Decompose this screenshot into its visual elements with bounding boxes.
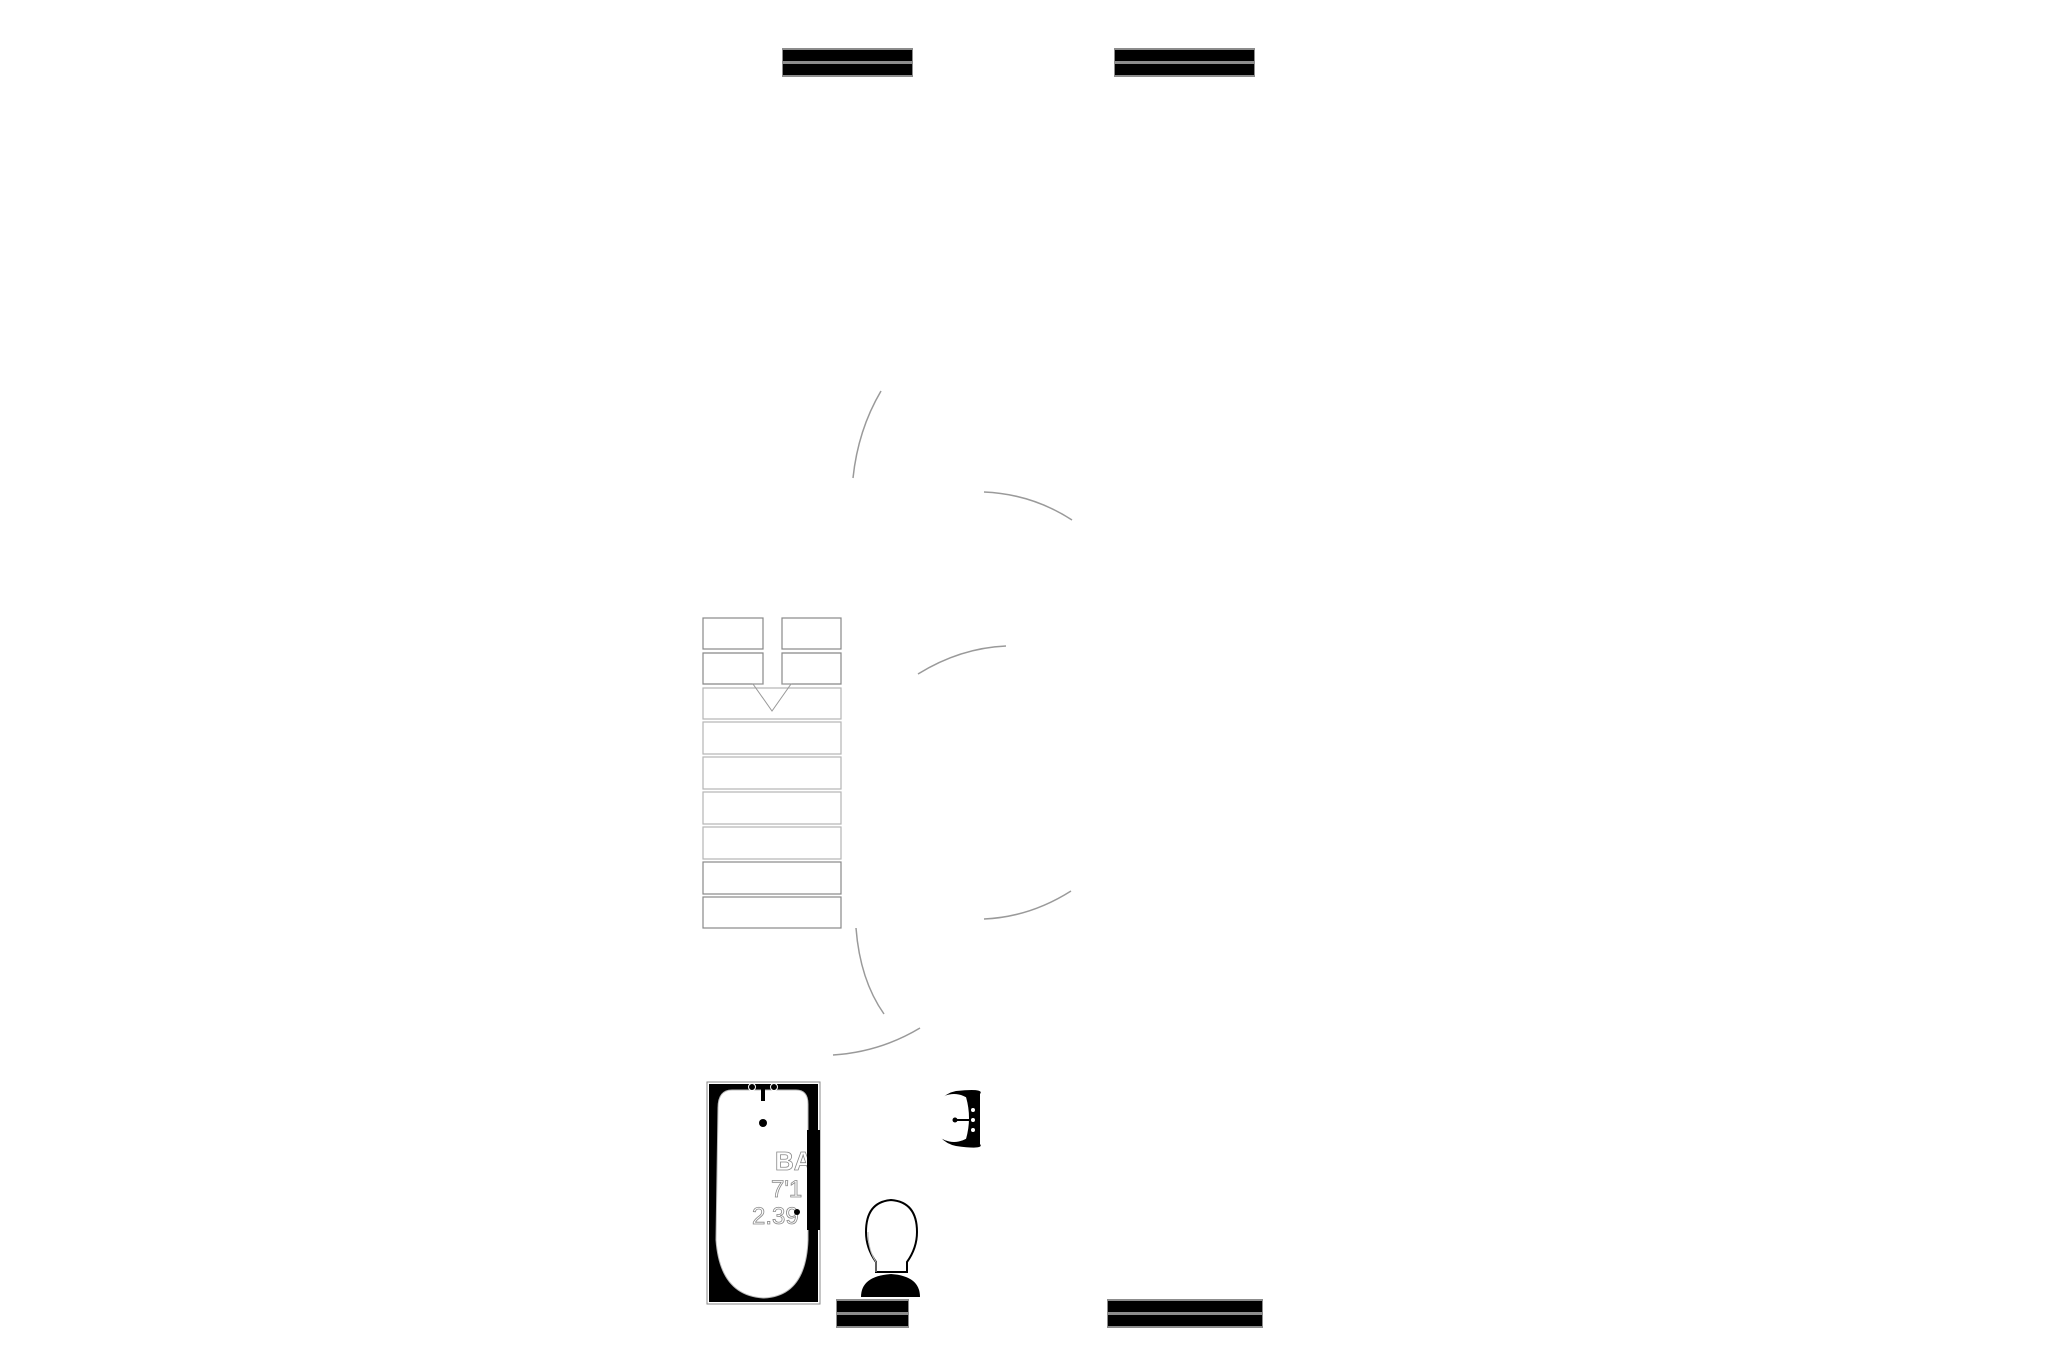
stair-tread bbox=[702, 617, 764, 650]
door-swing-arc bbox=[983, 491, 1073, 521]
stair-tread bbox=[702, 687, 842, 720]
window-bottom-right bbox=[1107, 1299, 1263, 1328]
stair-tread bbox=[702, 721, 842, 755]
door-swing-arc bbox=[852, 390, 882, 479]
staircase bbox=[702, 617, 842, 929]
stair-tread bbox=[702, 652, 764, 685]
stair-tread bbox=[702, 861, 842, 895]
room-label-metric: 2.39 bbox=[752, 1203, 799, 1230]
window-bottom-left bbox=[836, 1299, 909, 1328]
stair-direction-arrow-icon bbox=[752, 683, 792, 712]
door-swing-arc bbox=[917, 645, 1007, 675]
sink bbox=[930, 1090, 981, 1148]
drain-icon bbox=[759, 1119, 767, 1127]
faucet-handle-icon bbox=[770, 1083, 778, 1091]
door-swing-arc bbox=[983, 890, 1072, 920]
toilet bbox=[861, 1198, 920, 1297]
door-swing-arc bbox=[832, 1027, 921, 1056]
stair-tread bbox=[781, 617, 842, 650]
faucet-handle-icon bbox=[748, 1083, 756, 1091]
door-swing-arc bbox=[855, 927, 885, 1015]
window-top-left bbox=[782, 48, 913, 77]
bathtub bbox=[706, 1081, 821, 1305]
stair-tread bbox=[702, 896, 842, 929]
room-label-name: BA bbox=[775, 1146, 813, 1176]
window-top-right bbox=[1114, 48, 1255, 77]
room-label-bath: BA 7'1 2.39 bbox=[752, 1146, 814, 1230]
stair-tread bbox=[702, 826, 842, 860]
room-label-imperial: 7'1 bbox=[771, 1176, 802, 1203]
stair-tread bbox=[702, 756, 842, 790]
stair-tread bbox=[702, 791, 842, 825]
stair-tread bbox=[781, 652, 842, 685]
